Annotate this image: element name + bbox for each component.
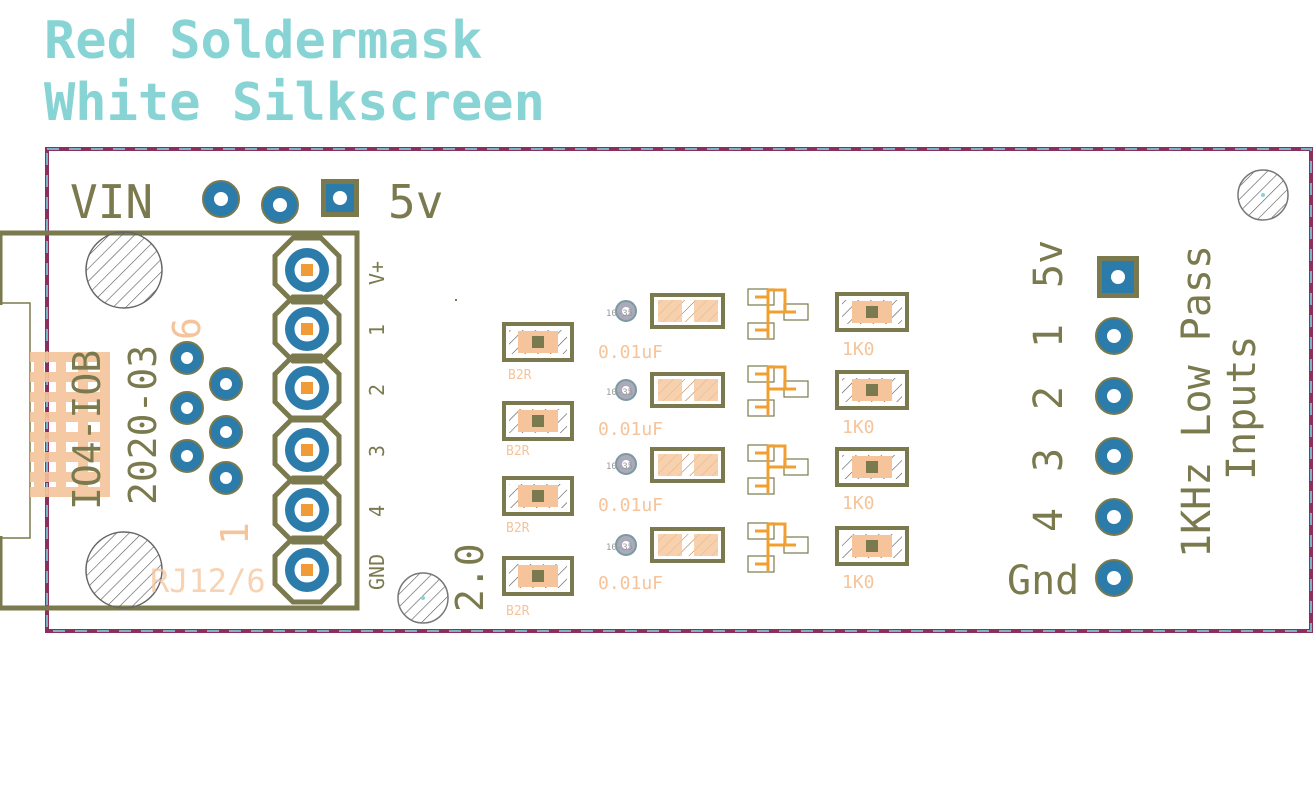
via-2-label: 10-35	[606, 388, 633, 398]
capacitor-1-label: 0.01uF	[598, 342, 663, 363]
input-1-label: 1	[1026, 324, 1072, 348]
board-outline	[45, 147, 1313, 633]
filter-subtitle: Inputs	[1219, 336, 1265, 481]
input-header	[1095, 256, 1139, 597]
capacitor-4	[650, 527, 725, 563]
version-label: 2.0	[448, 543, 492, 612]
via-4	[615, 534, 637, 556]
pin6-marker: 6	[165, 317, 209, 340]
opamp-1	[747, 288, 809, 340]
input-gnd-label: Gnd	[1007, 558, 1079, 604]
mounting-hole-tr	[1237, 169, 1289, 221]
silk-dot	[455, 299, 457, 301]
via-1-label: 10-35	[606, 309, 633, 319]
terminal-header	[272, 235, 342, 605]
capacitor-3	[650, 447, 725, 483]
resistor-1k0-4	[835, 526, 909, 566]
part-number-label: IO4-IOB	[65, 350, 109, 510]
vin-5v-label: 5v	[388, 175, 443, 229]
capacitor-2-label: 0.01uF	[598, 419, 663, 440]
terminal-pin2-label: 2	[365, 384, 389, 396]
date-label: 2020-03	[121, 345, 165, 505]
resistor-1k0-2	[835, 370, 909, 410]
resistor-1k0-3	[835, 447, 909, 487]
pin1-marker: 1	[213, 522, 257, 545]
via-2	[615, 379, 637, 401]
mounting-hole-bl	[397, 572, 449, 624]
resistor-1k0-1	[835, 292, 909, 332]
via-3	[615, 453, 637, 475]
via-3-label: 10-35	[606, 462, 633, 472]
resistor-1k0-4-label: 1K0	[842, 572, 875, 593]
input-4-label: 4	[1026, 508, 1072, 532]
opamp-3	[747, 444, 809, 495]
vin-header	[202, 179, 359, 224]
resistor-b2r-3-label: B2R	[506, 521, 530, 536]
terminal-gnd-label: GND	[365, 554, 389, 590]
resistor-b2r-2-label: B2R	[506, 444, 530, 459]
rj12-contact-fingers	[30, 352, 110, 497]
terminal-pin4-label: 4	[365, 505, 389, 517]
via-1	[615, 300, 637, 322]
resistor-1k0-1-label: 1K0	[842, 339, 875, 360]
terminal-pin1-label: 1	[365, 324, 389, 336]
via-4-label: 10-35	[606, 543, 633, 553]
rj12-footprint	[0, 230, 360, 611]
resistor-b2r-4	[502, 556, 574, 596]
resistor-b2r-2	[502, 401, 574, 441]
vin-label: VIN	[70, 175, 153, 229]
note-silkscreen: White Silkscreen	[44, 73, 545, 133]
resistor-b2r-1	[502, 322, 574, 362]
terminal-pin3-label: 3	[365, 445, 389, 457]
filter-title: 1KHz Low Pass	[1174, 245, 1220, 558]
capacitor-2	[650, 372, 725, 408]
capacitor-3-label: 0.01uF	[598, 495, 663, 516]
rj12-label: RJ12/6	[150, 562, 266, 600]
input-5v-label: 5v	[1026, 240, 1072, 288]
resistor-b2r-4-label: B2R	[506, 604, 530, 619]
rj12-pins	[170, 341, 243, 495]
note-soldermask: Red Soldermask	[44, 11, 482, 71]
input-3-label: 3	[1026, 448, 1072, 472]
capacitor-4-label: 0.01uF	[598, 573, 663, 594]
resistor-1k0-2-label: 1K0	[842, 417, 875, 438]
opamp-4	[747, 522, 809, 573]
resistor-1k0-3-label: 1K0	[842, 493, 875, 514]
opamp-2	[747, 365, 809, 417]
input-2-label: 2	[1026, 386, 1072, 410]
capacitor-1	[650, 293, 725, 329]
resistor-b2r-1-label: B2R	[508, 368, 532, 383]
terminal-vplus-label: V+	[365, 261, 389, 285]
resistor-b2r-3	[502, 476, 574, 516]
